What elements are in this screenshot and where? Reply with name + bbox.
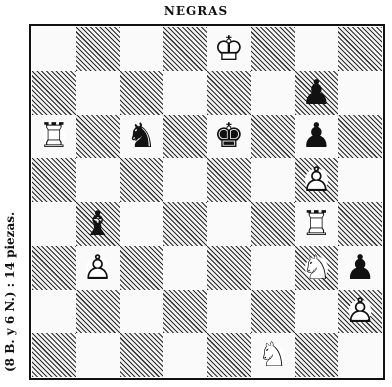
square-b4[interactable]: ♝ — [76, 202, 120, 246]
square-f7[interactable] — [251, 71, 295, 115]
white-pawn-icon[interactable]: ♙ — [345, 294, 375, 328]
square-h7[interactable] — [338, 71, 382, 115]
square-e4[interactable] — [207, 202, 251, 246]
square-c5[interactable] — [120, 158, 164, 202]
square-h2[interactable]: ♙ — [338, 290, 382, 334]
white-rook-icon[interactable]: ♖ — [39, 119, 69, 153]
square-a2[interactable] — [32, 290, 76, 334]
square-c4[interactable] — [120, 202, 164, 246]
square-d8[interactable] — [163, 27, 207, 71]
square-c6[interactable]: ♞ — [120, 115, 164, 159]
square-a3[interactable] — [32, 246, 76, 290]
square-h1[interactable] — [338, 333, 382, 377]
square-a6[interactable]: ♖ — [32, 115, 76, 159]
square-h4[interactable] — [338, 202, 382, 246]
square-b5[interactable] — [76, 158, 120, 202]
square-h6[interactable] — [338, 115, 382, 159]
square-e1[interactable] — [207, 333, 251, 377]
square-c2[interactable] — [120, 290, 164, 334]
square-g5[interactable]: ♙ — [295, 158, 339, 202]
square-g1[interactable] — [295, 333, 339, 377]
chess-board-frame: ♔ ♟ ♖ ♞ ♚ ♟ ♙ ♝ ♖ ♙ ♘ ♟ ♙ ♘ — [29, 24, 385, 380]
square-f3[interactable] — [251, 246, 295, 290]
chess-board: ♔ ♟ ♖ ♞ ♚ ♟ ♙ ♝ ♖ ♙ ♘ ♟ ♙ ♘ — [32, 27, 382, 377]
black-pawn-icon[interactable]: ♟ — [345, 251, 375, 285]
white-knight-icon[interactable]: ♘ — [257, 338, 287, 372]
black-bishop-icon[interactable]: ♝ — [82, 207, 112, 241]
square-f1[interactable]: ♘ — [251, 333, 295, 377]
square-c1[interactable] — [120, 333, 164, 377]
white-pawn-icon[interactable]: ♙ — [301, 163, 331, 197]
square-c8[interactable] — [120, 27, 164, 71]
square-h8[interactable] — [338, 27, 382, 71]
square-b1[interactable] — [76, 333, 120, 377]
square-a4[interactable] — [32, 202, 76, 246]
square-g3[interactable]: ♘ — [295, 246, 339, 290]
square-e8[interactable]: ♔ — [207, 27, 251, 71]
square-b2[interactable] — [76, 290, 120, 334]
black-knight-icon[interactable]: ♞ — [126, 119, 156, 153]
square-a7[interactable] — [32, 71, 76, 115]
square-d4[interactable] — [163, 202, 207, 246]
square-d2[interactable] — [163, 290, 207, 334]
square-d1[interactable] — [163, 333, 207, 377]
square-c7[interactable] — [120, 71, 164, 115]
square-e6[interactable]: ♚ — [207, 115, 251, 159]
square-d7[interactable] — [163, 71, 207, 115]
square-e5[interactable] — [207, 158, 251, 202]
square-h5[interactable] — [338, 158, 382, 202]
board-title: NEGRAS — [0, 4, 392, 18]
square-f4[interactable] — [251, 202, 295, 246]
square-a8[interactable] — [32, 27, 76, 71]
square-b6[interactable] — [76, 115, 120, 159]
square-a5[interactable] — [32, 158, 76, 202]
white-knight-icon[interactable]: ♘ — [301, 251, 331, 285]
square-e2[interactable] — [207, 290, 251, 334]
square-g6[interactable]: ♟ — [295, 115, 339, 159]
square-g7[interactable]: ♟ — [295, 71, 339, 115]
black-pawn-icon[interactable]: ♟ — [301, 76, 331, 110]
square-c3[interactable] — [120, 246, 164, 290]
square-e3[interactable] — [207, 246, 251, 290]
square-e7[interactable] — [207, 71, 251, 115]
square-g8[interactable] — [295, 27, 339, 71]
white-rook-icon[interactable]: ♖ — [301, 207, 331, 241]
black-pawn-icon[interactable]: ♟ — [301, 119, 331, 153]
square-b8[interactable] — [76, 27, 120, 71]
white-king-icon[interactable]: ♔ — [214, 32, 244, 66]
white-pawn-icon[interactable]: ♙ — [82, 251, 112, 285]
square-d6[interactable] — [163, 115, 207, 159]
square-a1[interactable] — [32, 333, 76, 377]
piece-count-caption: (8 B. y 6 N.) : 14 piezas. — [3, 212, 17, 372]
square-b7[interactable] — [76, 71, 120, 115]
square-g2[interactable] — [295, 290, 339, 334]
square-g4[interactable]: ♖ — [295, 202, 339, 246]
square-h3[interactable]: ♟ — [338, 246, 382, 290]
square-f8[interactable] — [251, 27, 295, 71]
square-f5[interactable] — [251, 158, 295, 202]
square-d5[interactable] — [163, 158, 207, 202]
black-king-icon[interactable]: ♚ — [214, 119, 244, 153]
square-b3[interactable]: ♙ — [76, 246, 120, 290]
square-d3[interactable] — [163, 246, 207, 290]
square-f2[interactable] — [251, 290, 295, 334]
square-f6[interactable] — [251, 115, 295, 159]
